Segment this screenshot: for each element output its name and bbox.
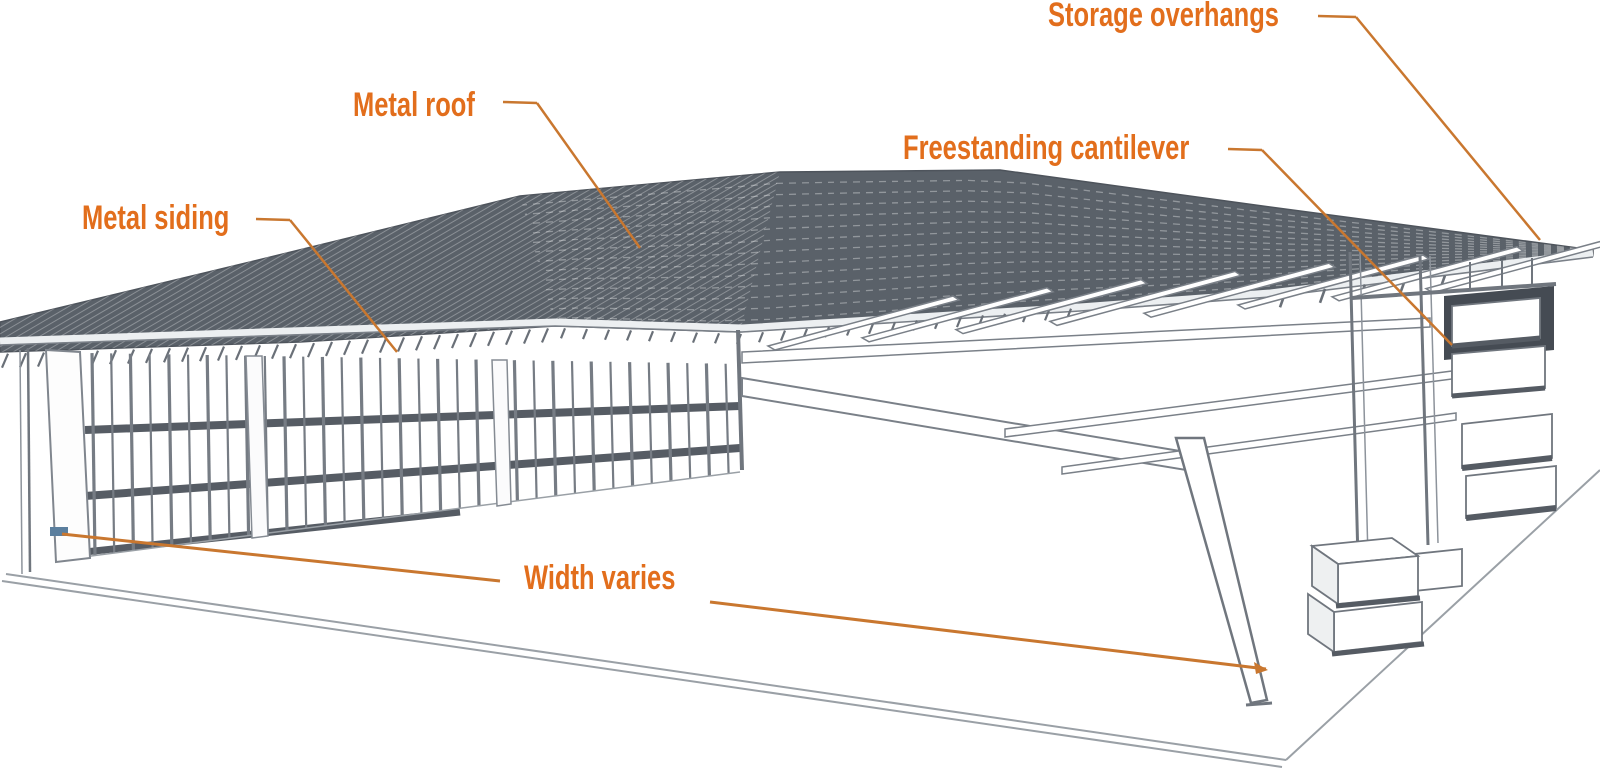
freestanding-cantilever-frame <box>741 240 1600 707</box>
leader-lines <box>61 14 1541 674</box>
label-width-varies: Width varies <box>524 559 676 597</box>
overhang-posts <box>1351 258 1557 300</box>
metal-siding-wall <box>19 329 744 575</box>
metal-roof-leader-line <box>502 100 642 249</box>
width-varies-leader-lines <box>61 532 1268 674</box>
label-metal-siding: Metal siding <box>82 199 230 237</box>
label-freestanding-cantilever: Freestanding cantilever <box>903 129 1190 167</box>
label-metal-roof: Metal roof <box>353 86 475 124</box>
cantilever-column <box>1174 436 1269 705</box>
storage-overhangs-leader-line <box>1317 14 1541 241</box>
ground-slab <box>1 469 1600 768</box>
wall-base-tick <box>50 527 68 536</box>
rack-lumber-stacks <box>1451 297 1557 521</box>
freestanding-cantilever-leader-line <box>1227 147 1453 346</box>
label-storage-overhangs: Storage overhangs <box>1048 0 1279 34</box>
metal-siding-leader-line <box>255 217 398 353</box>
ground-lumber-stack <box>1307 537 1463 657</box>
